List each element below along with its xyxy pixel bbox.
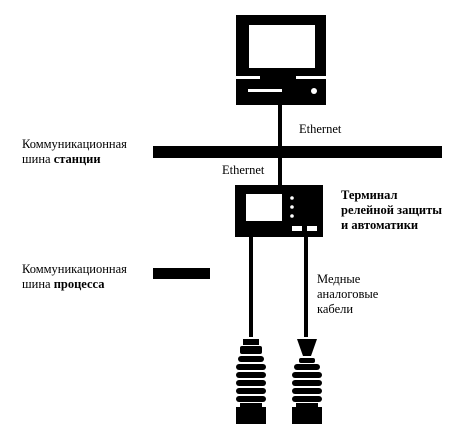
- terminal-icon: [235, 185, 323, 237]
- process-bus-label-bold: процесса: [53, 277, 105, 291]
- station-bus-label-line1: Коммуникационная: [22, 137, 127, 151]
- terminal-key-1: [292, 226, 302, 231]
- monitor-neck: [260, 76, 296, 79]
- power-button: [311, 88, 317, 94]
- process-bus-label-prefix: шина: [22, 277, 54, 291]
- computer-icon: [236, 15, 326, 105]
- drive-slot: [248, 89, 282, 92]
- terminal-led-1: [290, 196, 294, 200]
- terminal-label-line3: и автоматики: [341, 218, 419, 232]
- terminal-label-line2: релейной защиты: [341, 203, 442, 217]
- terminal-key-2: [307, 226, 317, 231]
- terminal-label-line1: Терминал: [341, 188, 398, 202]
- station-bus-label-prefix: шина: [22, 152, 54, 166]
- copper-cable-left: [249, 237, 253, 337]
- station-bus-label-bold: станции: [53, 152, 101, 166]
- terminal-display: [246, 194, 282, 221]
- station-bus-bar: [153, 146, 442, 158]
- process-bus-label-line1: Коммуникационная: [22, 262, 127, 276]
- terminal-led-3: [290, 214, 294, 218]
- cables-label-line1: Медные: [317, 272, 361, 286]
- ethernet-label-top: Ethernet: [299, 122, 342, 136]
- copper-cable-right: [304, 237, 308, 337]
- cables-label-line3: кабели: [317, 302, 354, 316]
- cables-label-line2: аналоговые: [317, 287, 379, 301]
- ethernet-label-bottom: Ethernet: [222, 163, 265, 177]
- process-bus-label-line2: шина процесса: [22, 277, 105, 291]
- voltage-transformer-icon: [292, 339, 322, 424]
- current-transformer-icon: [236, 339, 266, 424]
- terminal-led-2: [290, 205, 294, 209]
- monitor-screen: [249, 25, 315, 68]
- ethernet-link: [278, 105, 282, 185]
- station-bus-label-line2: шина станции: [22, 152, 101, 166]
- process-bus-bar: [153, 268, 210, 279]
